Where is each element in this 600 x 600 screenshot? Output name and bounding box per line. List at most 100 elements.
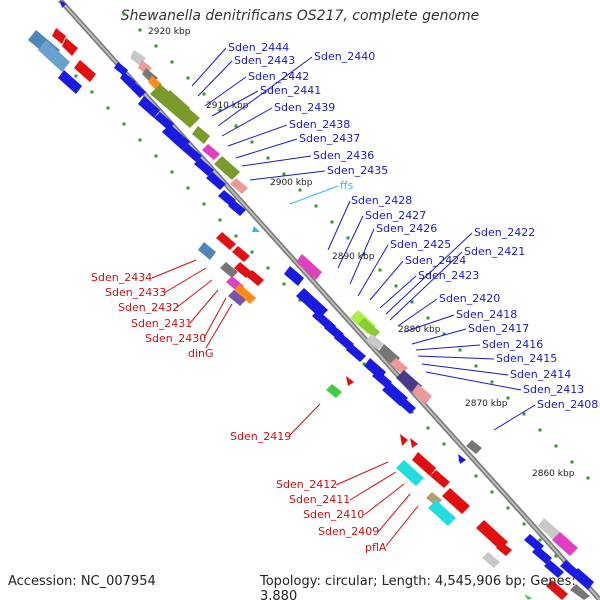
gene-arrow (458, 454, 466, 464)
forward-gene-label: Sden_2415 (496, 352, 557, 365)
gene-block (538, 518, 560, 540)
leader-line (289, 185, 339, 205)
gene-arrow (296, 288, 328, 318)
gene-arrow (228, 200, 246, 216)
leader-line (217, 56, 313, 127)
gene-block (228, 290, 246, 306)
leader-line (369, 260, 404, 301)
gene-arrow (194, 158, 214, 176)
leader-line (425, 371, 522, 391)
gene-block (466, 440, 482, 454)
gene-block (412, 384, 432, 404)
gene-arrow (372, 370, 392, 388)
tick-mark (378, 268, 382, 272)
tick-mark (522, 522, 526, 526)
gene-block (230, 178, 248, 194)
tick-mark (570, 460, 574, 464)
scale-label: 2890 kbp (332, 252, 375, 262)
gene-arrow (52, 28, 66, 44)
leader-line (415, 344, 481, 351)
leader-line (191, 47, 227, 87)
scale-label: 2920 kbp (148, 27, 191, 37)
tick-mark (506, 396, 510, 400)
forward-gene-label: Sden_2422 (474, 226, 535, 239)
reverse-gene-label: Sden_2410 (303, 508, 364, 521)
tick-mark (202, 92, 206, 96)
scale-label: 2910 kbp (206, 101, 249, 111)
leader-line (241, 155, 312, 167)
forward-gene-label: Sden_2425 (390, 238, 451, 251)
leader-line (249, 170, 326, 181)
tick-mark (442, 442, 446, 446)
tick-mark (218, 108, 222, 112)
gene-arrow (216, 232, 236, 250)
tick-mark (298, 298, 302, 302)
gene-arrow (572, 568, 594, 590)
gene-arrow (400, 434, 408, 446)
tick-mark (522, 412, 526, 416)
leader-line (163, 267, 207, 294)
gene-block (202, 144, 220, 160)
leader-line (337, 215, 364, 269)
tick-mark (474, 474, 478, 478)
gene-block (390, 358, 408, 374)
reverse-gene-label: Sden_2431 (131, 317, 192, 330)
leader-line (211, 90, 259, 117)
gene-arrow (496, 542, 512, 556)
gene-arrow (130, 82, 146, 98)
map-title: Shewanella denitrificans OS217, complete… (120, 8, 480, 24)
leader-line (357, 244, 389, 297)
gene-block (164, 90, 190, 116)
leader-line (151, 259, 197, 279)
gene-arrow (232, 246, 250, 262)
tick-mark (506, 506, 510, 510)
leader-line (349, 471, 397, 501)
tick-mark (410, 300, 414, 304)
gene-arrow (182, 144, 202, 162)
gene-block (38, 40, 70, 72)
gene-arrow (532, 546, 552, 564)
rna-gene (252, 226, 260, 232)
gene-arrow (476, 520, 508, 550)
leader-line (175, 279, 213, 309)
tick-mark (170, 170, 174, 174)
tick-mark (282, 172, 286, 176)
leader-line (327, 200, 351, 251)
tick-mark (74, 74, 78, 78)
scale-label: 2870 kbp (465, 399, 508, 409)
forward-gene-label: Sden_2414 (510, 368, 571, 381)
forward-leader-lines (191, 47, 536, 431)
leader-line (377, 493, 411, 533)
reverse-leader-lines (151, 259, 419, 547)
tick-mark (234, 124, 238, 128)
tick-mark (250, 250, 254, 254)
tick-mark (554, 554, 558, 558)
leader-line (385, 232, 473, 315)
forward-gene-label: Sden_2428 (351, 194, 412, 207)
leader-line (335, 461, 389, 486)
gene-arrow (430, 470, 450, 488)
gene-block (234, 284, 256, 304)
gene-arrow (60, 0, 66, 8)
gene-block (326, 384, 342, 398)
gene-cluster-2434-2430 (198, 232, 264, 306)
gene-arrow (394, 394, 416, 414)
gene-arrow (442, 488, 470, 514)
forward-gene-label: Sden_2420 (439, 292, 500, 305)
reverse-gene-label: dinG (188, 347, 214, 360)
forward-gene-label: Sden_2444 (228, 41, 289, 54)
gene-arrow (284, 266, 304, 286)
reverse-gene-label: Sden_2434 (91, 271, 152, 284)
gene-cluster-2428-2413 (284, 254, 482, 464)
gene-block (214, 156, 240, 180)
forward-gene-label: Sden_2438 (289, 118, 350, 131)
gene-arrow (206, 172, 226, 190)
forward-gene-label: Sden_2417 (468, 322, 529, 335)
tick-mark (394, 284, 398, 288)
tick-mark (426, 426, 430, 430)
reverse-gene-label: Sden_2411 (289, 493, 350, 506)
leader-line (221, 107, 273, 137)
leader-line (189, 289, 219, 324)
tick-mark (346, 236, 350, 240)
